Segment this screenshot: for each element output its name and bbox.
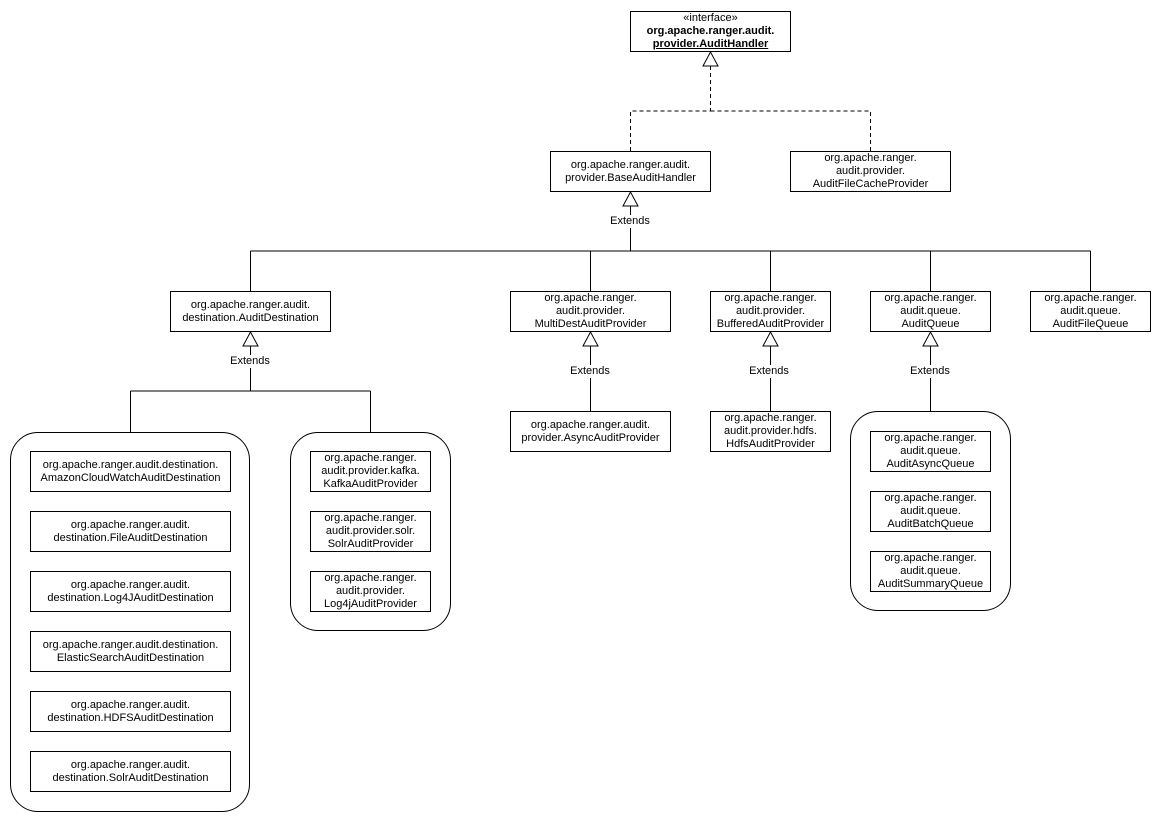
class-name-line: AmazonCloudWatchAuditDestination: [40, 471, 221, 484]
class-name-line: org.apache.ranger.: [324, 512, 417, 524]
class-name-line: org.apache.ranger.audit.: [530, 418, 651, 431]
class-amazon-cloudwatch-audit-destination: org.apache.ranger.audit.destination. Ama…: [30, 451, 231, 492]
buffered-triangle: [762, 330, 779, 347]
class-audit-queue: org.apache.ranger. audit.queue. AuditQue…: [870, 291, 991, 332]
class-name-line: MultiDestAuditProvider: [534, 318, 647, 330]
class-name-line: org.apache.ranger.audit.: [570, 158, 691, 171]
class-name-line: ElasticSearchAuditDestination: [56, 651, 205, 664]
class-audit-file-cache-provider: org.apache.ranger. audit.provider. Audit…: [790, 151, 951, 192]
class-name-line: org.apache.ranger.audit.: [70, 698, 191, 711]
extends-label-buffered: Extends: [748, 365, 790, 378]
extends-label-multidest: Extends: [569, 365, 611, 378]
class-name-line: audit.provider.: [735, 305, 806, 317]
class-name-line: org.apache.ranger.: [324, 572, 417, 584]
class-name-line: audit.provider.hdfs.: [724, 425, 817, 437]
class-name-line: audit.queue.: [1060, 305, 1121, 317]
class-name-line: AuditFileCacheProvider: [812, 178, 929, 190]
extends-label-base: Extends: [609, 215, 651, 228]
class-file-audit-destination: org.apache.ranger.audit. destination.Fil…: [30, 511, 231, 552]
class-name-line: destination.FileAuditDestination: [53, 531, 208, 544]
class-solr-audit-destination: org.apache.ranger.audit. destination.Sol…: [30, 751, 231, 792]
class-name-line: audit.queue.: [900, 305, 961, 317]
class-name-line: AuditQueue: [901, 318, 960, 330]
class-kafka-audit-provider: org.apache.ranger. audit.provider.kafka.…: [310, 451, 431, 492]
class-name-line: org.apache.ranger.: [724, 292, 817, 304]
class-name-line: KafkaAuditProvider: [323, 478, 418, 490]
class-name-line: SolrAuditProvider: [327, 538, 414, 550]
class-name-line: audit.provider.: [555, 305, 626, 317]
extends-label-queue: Extends: [909, 365, 951, 378]
class-name-line: org.apache.ranger.: [724, 412, 817, 424]
class-name-line: org.apache.ranger.audit.: [190, 298, 311, 311]
class-audit-async-queue: org.apache.ranger. audit.queue. AuditAsy…: [870, 431, 991, 472]
class-hdfs-audit-destination: org.apache.ranger.audit. destination.HDF…: [30, 691, 231, 732]
class-name-line: Log4jAuditProvider: [324, 598, 417, 610]
class-name-line: org.apache.ranger.audit.destination.: [42, 638, 219, 651]
class-name-line: org.apache.ranger.audit.: [646, 25, 775, 37]
class-name-line: org.apache.ranger.: [824, 152, 917, 164]
class-name-line: AuditFileQueue: [1052, 318, 1129, 330]
class-name-line: destination.Log4JAuditDestination: [47, 591, 214, 604]
class-name-line: org.apache.ranger.audit.: [70, 518, 191, 531]
class-name-line: provider.AuditHandler: [652, 38, 769, 50]
class-solr-audit-provider: org.apache.ranger. audit.provider.solr. …: [310, 511, 431, 552]
class-name-line: AuditSummaryQueue: [877, 578, 984, 590]
class-name-line: audit.queue.: [900, 505, 961, 517]
class-name-line: provider.BaseAuditHandler: [565, 171, 696, 184]
class-log4j-audit-provider: org.apache.ranger. audit.provider. Log4j…: [310, 571, 431, 612]
class-name-line: audit.provider.: [835, 165, 906, 177]
class-name-line: org.apache.ranger.: [884, 432, 977, 444]
class-name-line: audit.queue.: [900, 445, 961, 457]
class-name-line: org.apache.ranger.: [884, 492, 977, 504]
class-name-line: destination.SolrAuditDestination: [52, 771, 209, 784]
base-handler-triangle: [622, 190, 639, 207]
class-audit-file-queue: org.apache.ranger. audit.queue. AuditFil…: [1030, 291, 1151, 332]
class-name-line: org.apache.ranger.audit.: [70, 758, 191, 771]
realization-base-handler: [630, 66, 711, 151]
class-audit-destination: org.apache.ranger.audit. destination.Aud…: [170, 291, 331, 332]
class-log4j-audit-destination: org.apache.ranger.audit. destination.Log…: [30, 571, 231, 612]
class-hdfs-audit-provider: org.apache.ranger. audit.provider.hdfs. …: [710, 411, 831, 452]
multi-dest-triangle: [582, 330, 599, 347]
class-name-line: AuditAsyncQueue: [886, 458, 975, 470]
interface-audit-handler: «interface» org.apache.ranger.audit. pro…: [630, 11, 791, 52]
audit-queue-triangle: [922, 330, 939, 347]
class-name-line: destination.HDFSAuditDestination: [47, 711, 214, 724]
class-multi-dest-audit-provider: org.apache.ranger. audit.provider. Multi…: [510, 291, 671, 332]
audit-destination-triangle: [242, 330, 259, 347]
class-elasticsearch-audit-destination: org.apache.ranger.audit.destination. Ela…: [30, 631, 231, 672]
class-name-line: provider.AsyncAuditProvider: [521, 431, 660, 444]
class-name-line: audit.queue.: [900, 565, 961, 577]
class-name-line: destination.AuditDestination: [182, 311, 319, 324]
realization-file-cache-provider: [710, 110, 871, 151]
destinations-group: [10, 432, 250, 812]
class-name-line: org.apache.ranger.: [884, 292, 977, 304]
class-name-line: org.apache.ranger.: [324, 452, 417, 464]
class-name-line: BufferedAuditProvider: [716, 318, 825, 330]
class-buffered-audit-provider: org.apache.ranger. audit.provider. Buffe…: [710, 291, 831, 332]
class-name-line: org.apache.ranger.: [1044, 292, 1137, 304]
class-audit-batch-queue: org.apache.ranger. audit.queue. AuditBat…: [870, 491, 991, 532]
stereotype-text: «interface»: [683, 12, 738, 24]
class-name-line: HdfsAuditProvider: [726, 438, 815, 450]
class-base-audit-handler: org.apache.ranger.audit. provider.BaseAu…: [550, 151, 711, 192]
class-name-line: AuditBatchQueue: [887, 518, 974, 530]
class-audit-summary-queue: org.apache.ranger. audit.queue. AuditSum…: [870, 551, 991, 592]
class-name-line: audit.provider.: [335, 585, 406, 597]
class-name-line: org.apache.ranger.: [544, 292, 637, 304]
extends-label-destination: Extends: [229, 355, 271, 368]
class-name-line: audit.provider.solr.: [325, 525, 416, 537]
class-name-line: audit.provider.kafka.: [321, 465, 420, 477]
class-name-line: org.apache.ranger.: [884, 552, 977, 564]
class-name-line: org.apache.ranger.audit.destination.: [42, 458, 219, 471]
class-async-audit-provider: org.apache.ranger.audit. provider.AsyncA…: [510, 411, 671, 452]
class-name-line: org.apache.ranger.audit.: [70, 578, 191, 591]
interface-triangle: [702, 50, 719, 67]
